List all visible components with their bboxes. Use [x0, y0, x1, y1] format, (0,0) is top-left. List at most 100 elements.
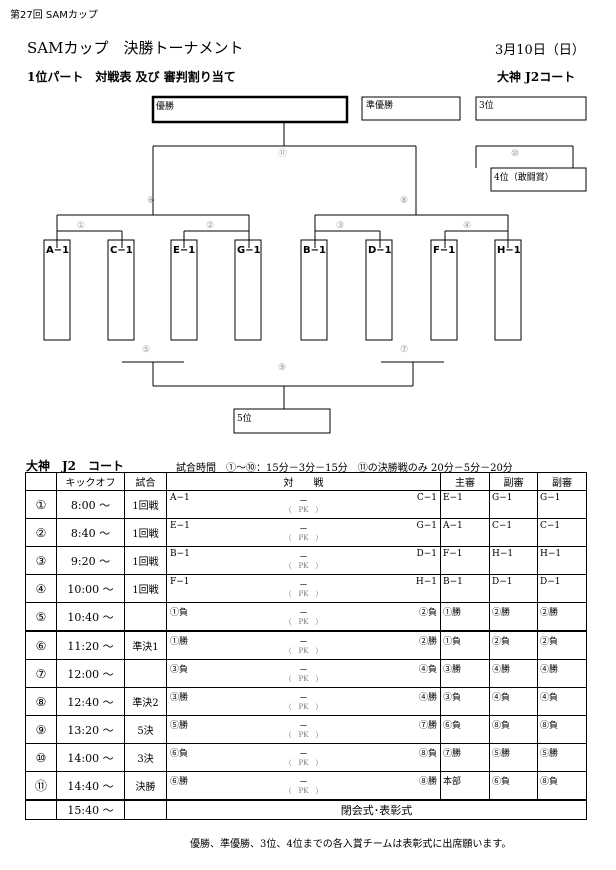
assistant-1-cell: ⑤勝	[489, 743, 538, 772]
team-box	[234, 239, 262, 341]
fourth-place-box	[490, 167, 587, 192]
referee-cell: B−1	[440, 574, 490, 603]
header-assistant-1: 副審	[489, 472, 538, 491]
court-heading: 大神 J2 コート	[26, 459, 125, 473]
closing-row: 15:40 ～閉会式･表彰式	[25, 799, 587, 820]
matchup-cell: ①勝－（ PK ）②勝	[166, 630, 441, 660]
team-name: A−1	[46, 245, 69, 256]
match-no: ⑥	[25, 630, 57, 660]
assistant-1-cell: ②負	[489, 630, 538, 660]
assistant-1-value: ④勝	[492, 665, 511, 675]
assistant-1-value: ②勝	[492, 608, 511, 618]
referee-value: F−1	[443, 549, 463, 559]
team-box	[170, 239, 198, 341]
table-header-row: キックオフ 試合 対 戦 主審 副審 副審	[25, 472, 587, 491]
team-name: E−1	[173, 245, 195, 256]
away-team: ⑦勝	[418, 721, 437, 731]
assistant-2-cell: ②勝	[537, 602, 587, 632]
assistant-2-cell: H−1	[537, 546, 587, 575]
score-separator: －	[298, 778, 308, 788]
third-place-label: 3位	[479, 99, 494, 111]
home-team: F−1	[170, 577, 190, 587]
match-round: 1回戦	[124, 518, 167, 547]
runner-up-box	[361, 96, 461, 121]
kickoff-time: 10:40 ～	[56, 602, 125, 632]
kickoff-time: 12:00 ～	[56, 659, 125, 688]
score-separator: －	[298, 497, 308, 507]
referee-value: ⑦勝	[443, 749, 462, 759]
match-time-info: 試合時間 ①～⑩：15分－3分－15分 ⑪の決勝戦のみ 20分－5分－20分	[176, 463, 513, 474]
venue-label: 大神 J2コート	[497, 70, 576, 84]
match-number: ⑩	[511, 149, 519, 159]
referee-cell: ③勝	[440, 659, 490, 688]
match-round: 1回戦	[124, 546, 167, 575]
team-name: C−1	[110, 245, 133, 256]
assistant-1-value: H−1	[492, 549, 514, 559]
tournament-bracket: 優勝 準優勝 3位 4位（敢闘賞） 5位 ⑪ ⑥ ⑧ ① ② ③ ④ ⑩ ⑤ ⑦…	[43, 95, 587, 434]
assistant-2-value: H−1	[540, 549, 562, 559]
referee-value: E−1	[443, 493, 463, 503]
assistant-2-cell: ⑧負	[537, 771, 587, 801]
assistant-2-cell: ⑤勝	[537, 743, 587, 772]
assistant-1-cell: G−1	[489, 490, 538, 519]
assistant-1-value: D−1	[492, 577, 513, 587]
match-round: 1回戦	[124, 490, 167, 519]
matchup-cell: ⑥勝－（ PK ）⑧勝	[166, 771, 441, 801]
match-round: 準決2	[124, 687, 167, 716]
match-no: ③	[25, 546, 57, 575]
home-team: B−1	[170, 549, 190, 559]
assistant-2-cell: G−1	[537, 490, 587, 519]
team-name: D−1	[368, 245, 392, 256]
assistant-1-value: C−1	[492, 521, 513, 531]
assistant-2-value: ②勝	[540, 608, 559, 618]
referee-cell: A−1	[440, 518, 490, 547]
match-round: 1回戦	[124, 574, 167, 603]
assistant-2-cell: ②負	[537, 630, 587, 660]
assistant-1-value: ⑤勝	[492, 749, 511, 759]
assistant-1-cell: H−1	[489, 546, 538, 575]
champion-box	[151, 95, 349, 124]
referee-value: 本部	[443, 777, 462, 787]
match-round: 5決	[124, 715, 167, 744]
score-separator: －	[298, 666, 308, 676]
fifth-place-box	[233, 408, 331, 434]
matchup-cell: E−1－（ PK ）G−1	[166, 518, 441, 547]
kickoff-time: 12:40 ～	[56, 687, 125, 716]
referee-cell: E−1	[440, 490, 490, 519]
assistant-1-value: ④負	[492, 693, 511, 703]
referee-value: ③負	[443, 693, 462, 703]
pk-label: （ PK ）	[284, 731, 323, 739]
header-no	[25, 472, 57, 491]
assistant-2-value: G−1	[540, 493, 561, 503]
team-name: G−1	[237, 245, 261, 256]
home-team: ⑥勝	[170, 777, 189, 787]
pk-label: （ PK ）	[284, 675, 323, 683]
kickoff-time: 11:20 ～	[56, 630, 125, 660]
fourth-place-label: 4位（敢闘賞）	[494, 171, 554, 183]
kickoff-time: 8:00 ～	[56, 490, 125, 519]
match-number: ⑥	[147, 196, 155, 206]
assistant-1-cell: ④勝	[489, 659, 538, 688]
score-separator: －	[298, 553, 308, 563]
assistant-1-cell: ⑧負	[489, 715, 538, 744]
score-separator: －	[298, 525, 308, 535]
kickoff-time: 10:00 ～	[56, 574, 125, 603]
header-referee: 主審	[440, 472, 490, 491]
closing-time: 15:40 ～	[56, 799, 125, 820]
pk-label: （ PK ）	[284, 534, 323, 542]
away-team: G−1	[416, 521, 437, 531]
referee-value: ⑥負	[443, 721, 462, 731]
matchup-cell: B−1－（ PK ）D−1	[166, 546, 441, 575]
pk-label: （ PK ）	[284, 506, 323, 514]
match-number: ④	[463, 221, 471, 231]
match-number: ②	[206, 221, 214, 231]
fifth-place-label: 5位	[237, 412, 252, 424]
match-round	[124, 659, 167, 688]
assistant-2-cell: D−1	[537, 574, 587, 603]
assistant-2-value: ⑧負	[540, 777, 559, 787]
pk-label: （ PK ）	[284, 647, 323, 655]
score-separator: －	[298, 722, 308, 732]
